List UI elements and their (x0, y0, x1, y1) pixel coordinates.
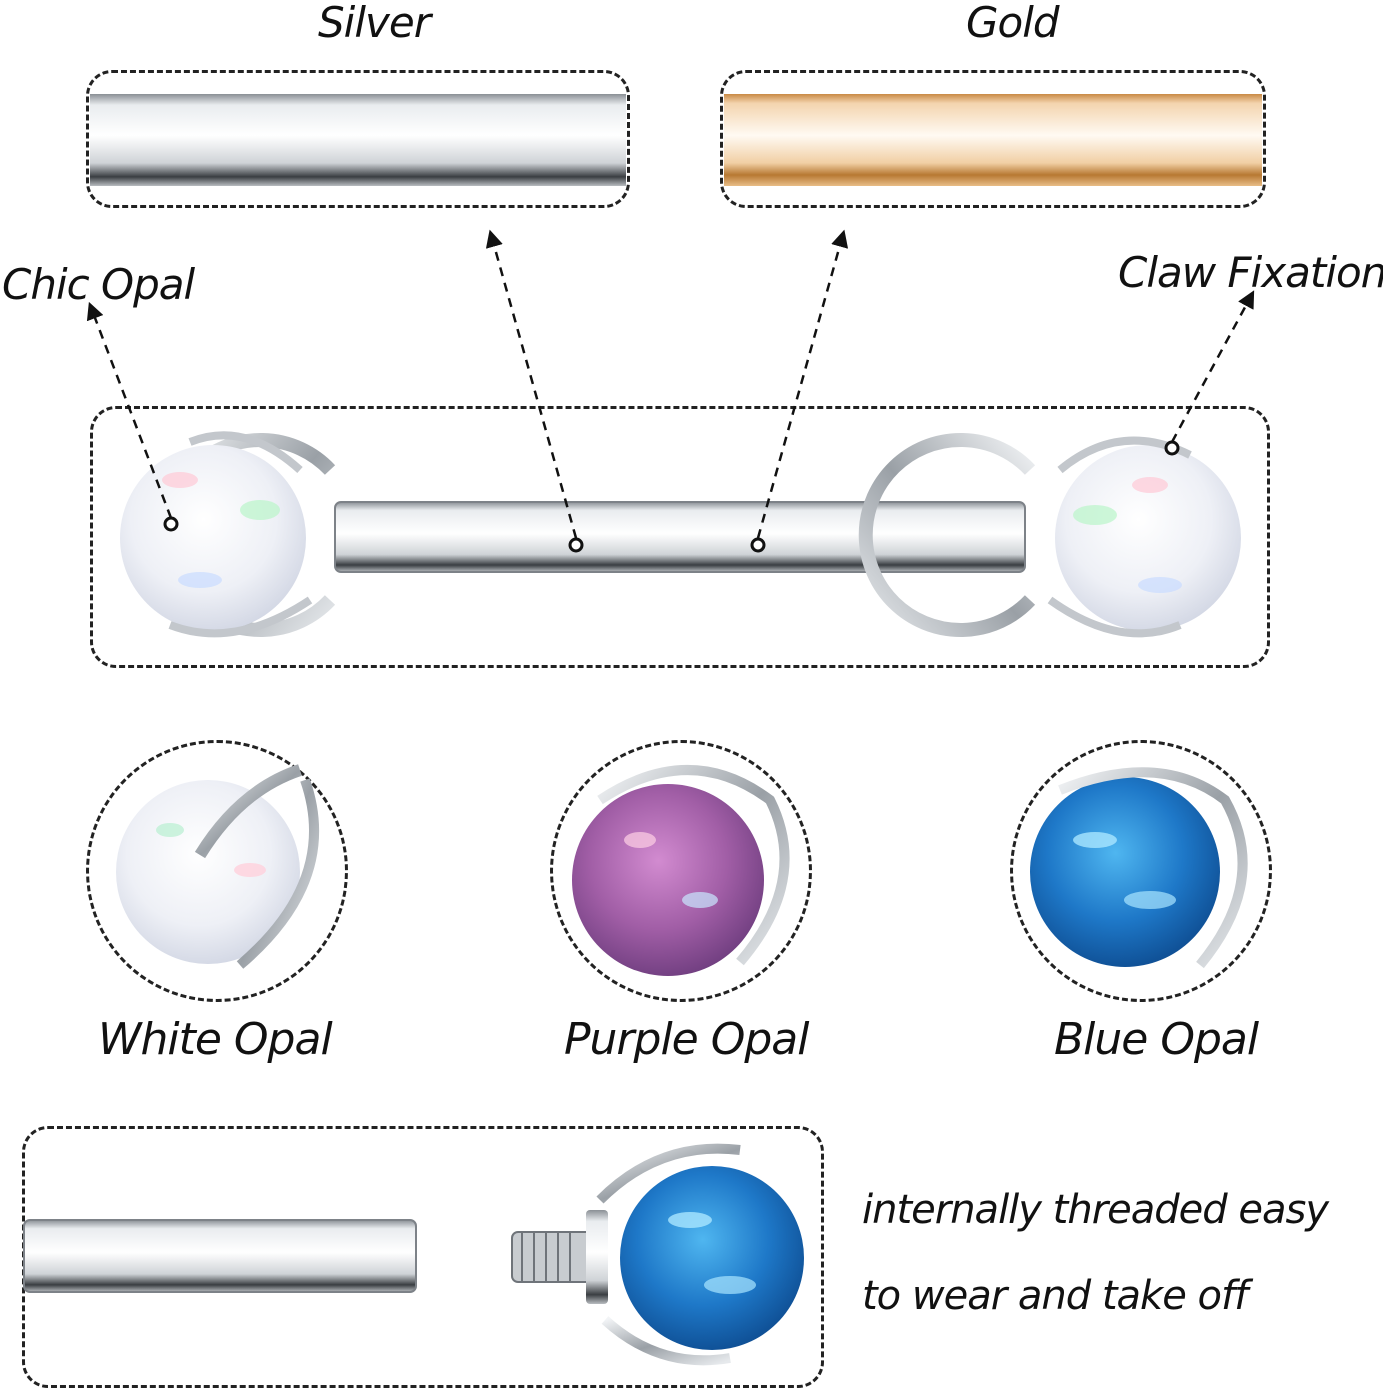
blue-opal-end-ball (596, 1143, 804, 1366)
silver-bar-box (86, 70, 630, 208)
chic-opal-label: Chic Opal (2, 260, 195, 309)
white-opal-label: White Opal (98, 1014, 333, 1065)
purple-opal-ball (572, 765, 790, 976)
white-opal-circle (86, 740, 348, 1002)
threaded-text-line2: to wear and take off (862, 1273, 1248, 1319)
silver-label: Silver (318, 0, 431, 47)
blue-opal-circle (1010, 740, 1272, 1002)
thread-post (511, 1210, 608, 1304)
blue-opal-label: Blue Opal (1054, 1014, 1259, 1065)
white-opal-ball (116, 764, 320, 969)
purple-opal-label: Purple Opal (564, 1014, 809, 1065)
left-opal-ball (120, 431, 336, 638)
right-opal-ball (858, 433, 1241, 638)
blue-opal-ball (1030, 767, 1248, 969)
claw-fixation-label: Claw Fixation (1118, 248, 1383, 297)
gold-bar-box (720, 70, 1266, 208)
purple-opal-circle (550, 740, 812, 1002)
threaded-text-line1: internally threaded easy (862, 1187, 1329, 1233)
gold-label: Gold (966, 0, 1060, 47)
barbell-box (90, 406, 1270, 668)
